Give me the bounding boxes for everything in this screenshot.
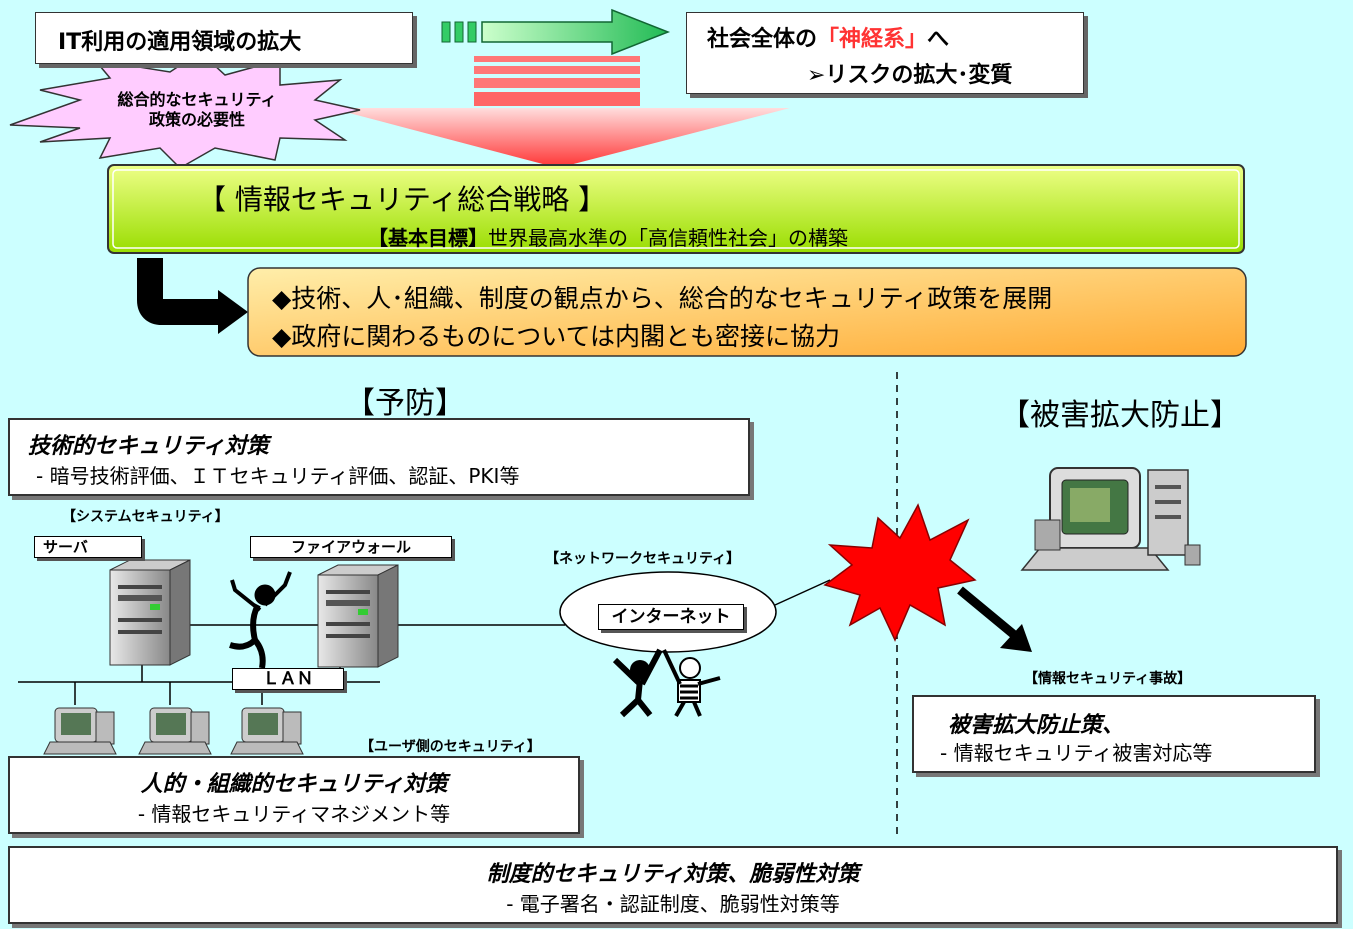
institution-security-box: 制度的セキュリティ対策、脆弱性対策 - 電子署名・認証制度、脆弱性対策等	[8, 846, 1338, 924]
bent-arrow-icon	[137, 258, 248, 334]
nervous-system-line1: 社会全体の「神経系」へ	[707, 21, 949, 53]
starburst-line1: 総合的なセキュリティ	[117, 90, 277, 109]
policy-line2: ◆政府に関わるものについては内閣とも密接に協力	[272, 322, 840, 351]
network-security-label: 【ネットワークセキュリティ】	[545, 551, 741, 567]
red-down-arrow-icon	[330, 56, 790, 168]
section-damage-heading: 【被害拡大防止】	[1000, 398, 1240, 433]
user-computer-icon	[138, 707, 212, 755]
user-computer-icon	[43, 707, 117, 755]
nervous-suffix: へ	[927, 27, 950, 52]
user-security-label: 【ユーザ側のセキュリティ】	[360, 739, 541, 755]
hackers-figure-icon	[612, 648, 721, 718]
starburst-line2: 政策の必要性	[148, 110, 245, 129]
policy-text: ◆技術、人･組織、制度の観点から、総合的なセキュリティ政策を展開 ◆政府に関わる…	[272, 280, 1052, 356]
damage-arrow-icon	[957, 586, 1032, 652]
strategy-goal-label: 【基本目標】	[368, 226, 488, 250]
nervous-highlight: 「神経系」	[817, 27, 928, 52]
computer-icon	[1020, 467, 1201, 571]
intruder-figure-icon	[229, 571, 292, 669]
nervous-system-box: 社会全体の「神経系」へ ➢リスクの拡大･変質	[686, 12, 1084, 94]
damage-prevention-detail: - 情報セキュリティ被害対応等	[940, 741, 1213, 765]
system-security-label: 【システムセキュリティ】	[62, 509, 229, 525]
internet-tag: インターネット	[598, 604, 744, 630]
firewall-tag: ファイアウォール	[250, 536, 452, 558]
tech-security-title: 技術的セキュリティ対策	[28, 434, 269, 459]
damage-prevention-title: 被害拡大防止策、	[948, 713, 1125, 738]
server-icon	[109, 559, 191, 666]
human-security-title: 人的・組織的セキュリティ対策	[140, 772, 448, 797]
server-tag: サーバ	[34, 536, 142, 558]
tech-security-detail: - 暗号技術評価、ＩＴセキュリティ評価、認証、PKI等	[36, 464, 520, 488]
strategy-title: 【 情報セキュリティ総合戦略 】	[198, 183, 607, 216]
lan-tag: ＬＡＮ	[232, 668, 344, 690]
starburst-text: 総合的なセキュリティ 政策の必要性	[92, 90, 302, 130]
strategy-goal: 【基本目標】世界最高水準の「高信頼性社会」の構築	[368, 222, 848, 251]
it-expansion-box: IT利用の適用領域の拡大	[35, 12, 413, 64]
section-prevention-heading: 【予防】	[345, 386, 465, 421]
human-security-detail: - 情報セキュリティマネジメント等	[137, 802, 451, 826]
it-expansion-text: IT利用の適用領域の拡大	[58, 30, 302, 55]
damage-prevention-box: 被害拡大防止策、 - 情報セキュリティ被害対応等	[912, 695, 1316, 773]
tech-security-box: 技術的セキュリティ対策 - 暗号技術評価、ＩＴセキュリティ評価、認証、PKI等	[8, 418, 750, 496]
explosion-icon	[823, 503, 977, 642]
strategy-box-bg	[107, 164, 1245, 254]
user-computer-icon	[230, 707, 304, 755]
green-arrow-icon	[441, 8, 671, 56]
risk-expansion-line: ➢リスクの拡大･変質	[807, 63, 1013, 88]
nervous-prefix: 社会全体の	[707, 27, 818, 52]
institution-security-title: 制度的セキュリティ対策、脆弱性対策	[486, 862, 860, 887]
incident-label: 【情報セキュリティ事故】	[1024, 671, 1192, 687]
human-security-box: 人的・組織的セキュリティ対策 - 情報セキュリティマネジメント等	[8, 756, 580, 834]
strategy-goal-text: 世界最高水準の「高信頼性社会」の構築	[488, 226, 848, 250]
policy-box-bg	[247, 267, 1247, 357]
institution-security-detail: - 電子署名・認証制度、脆弱性対策等	[506, 892, 840, 916]
policy-line1: ◆技術、人･組織、制度の観点から、総合的なセキュリティ政策を展開	[272, 284, 1053, 313]
firewall-icon	[317, 564, 399, 668]
